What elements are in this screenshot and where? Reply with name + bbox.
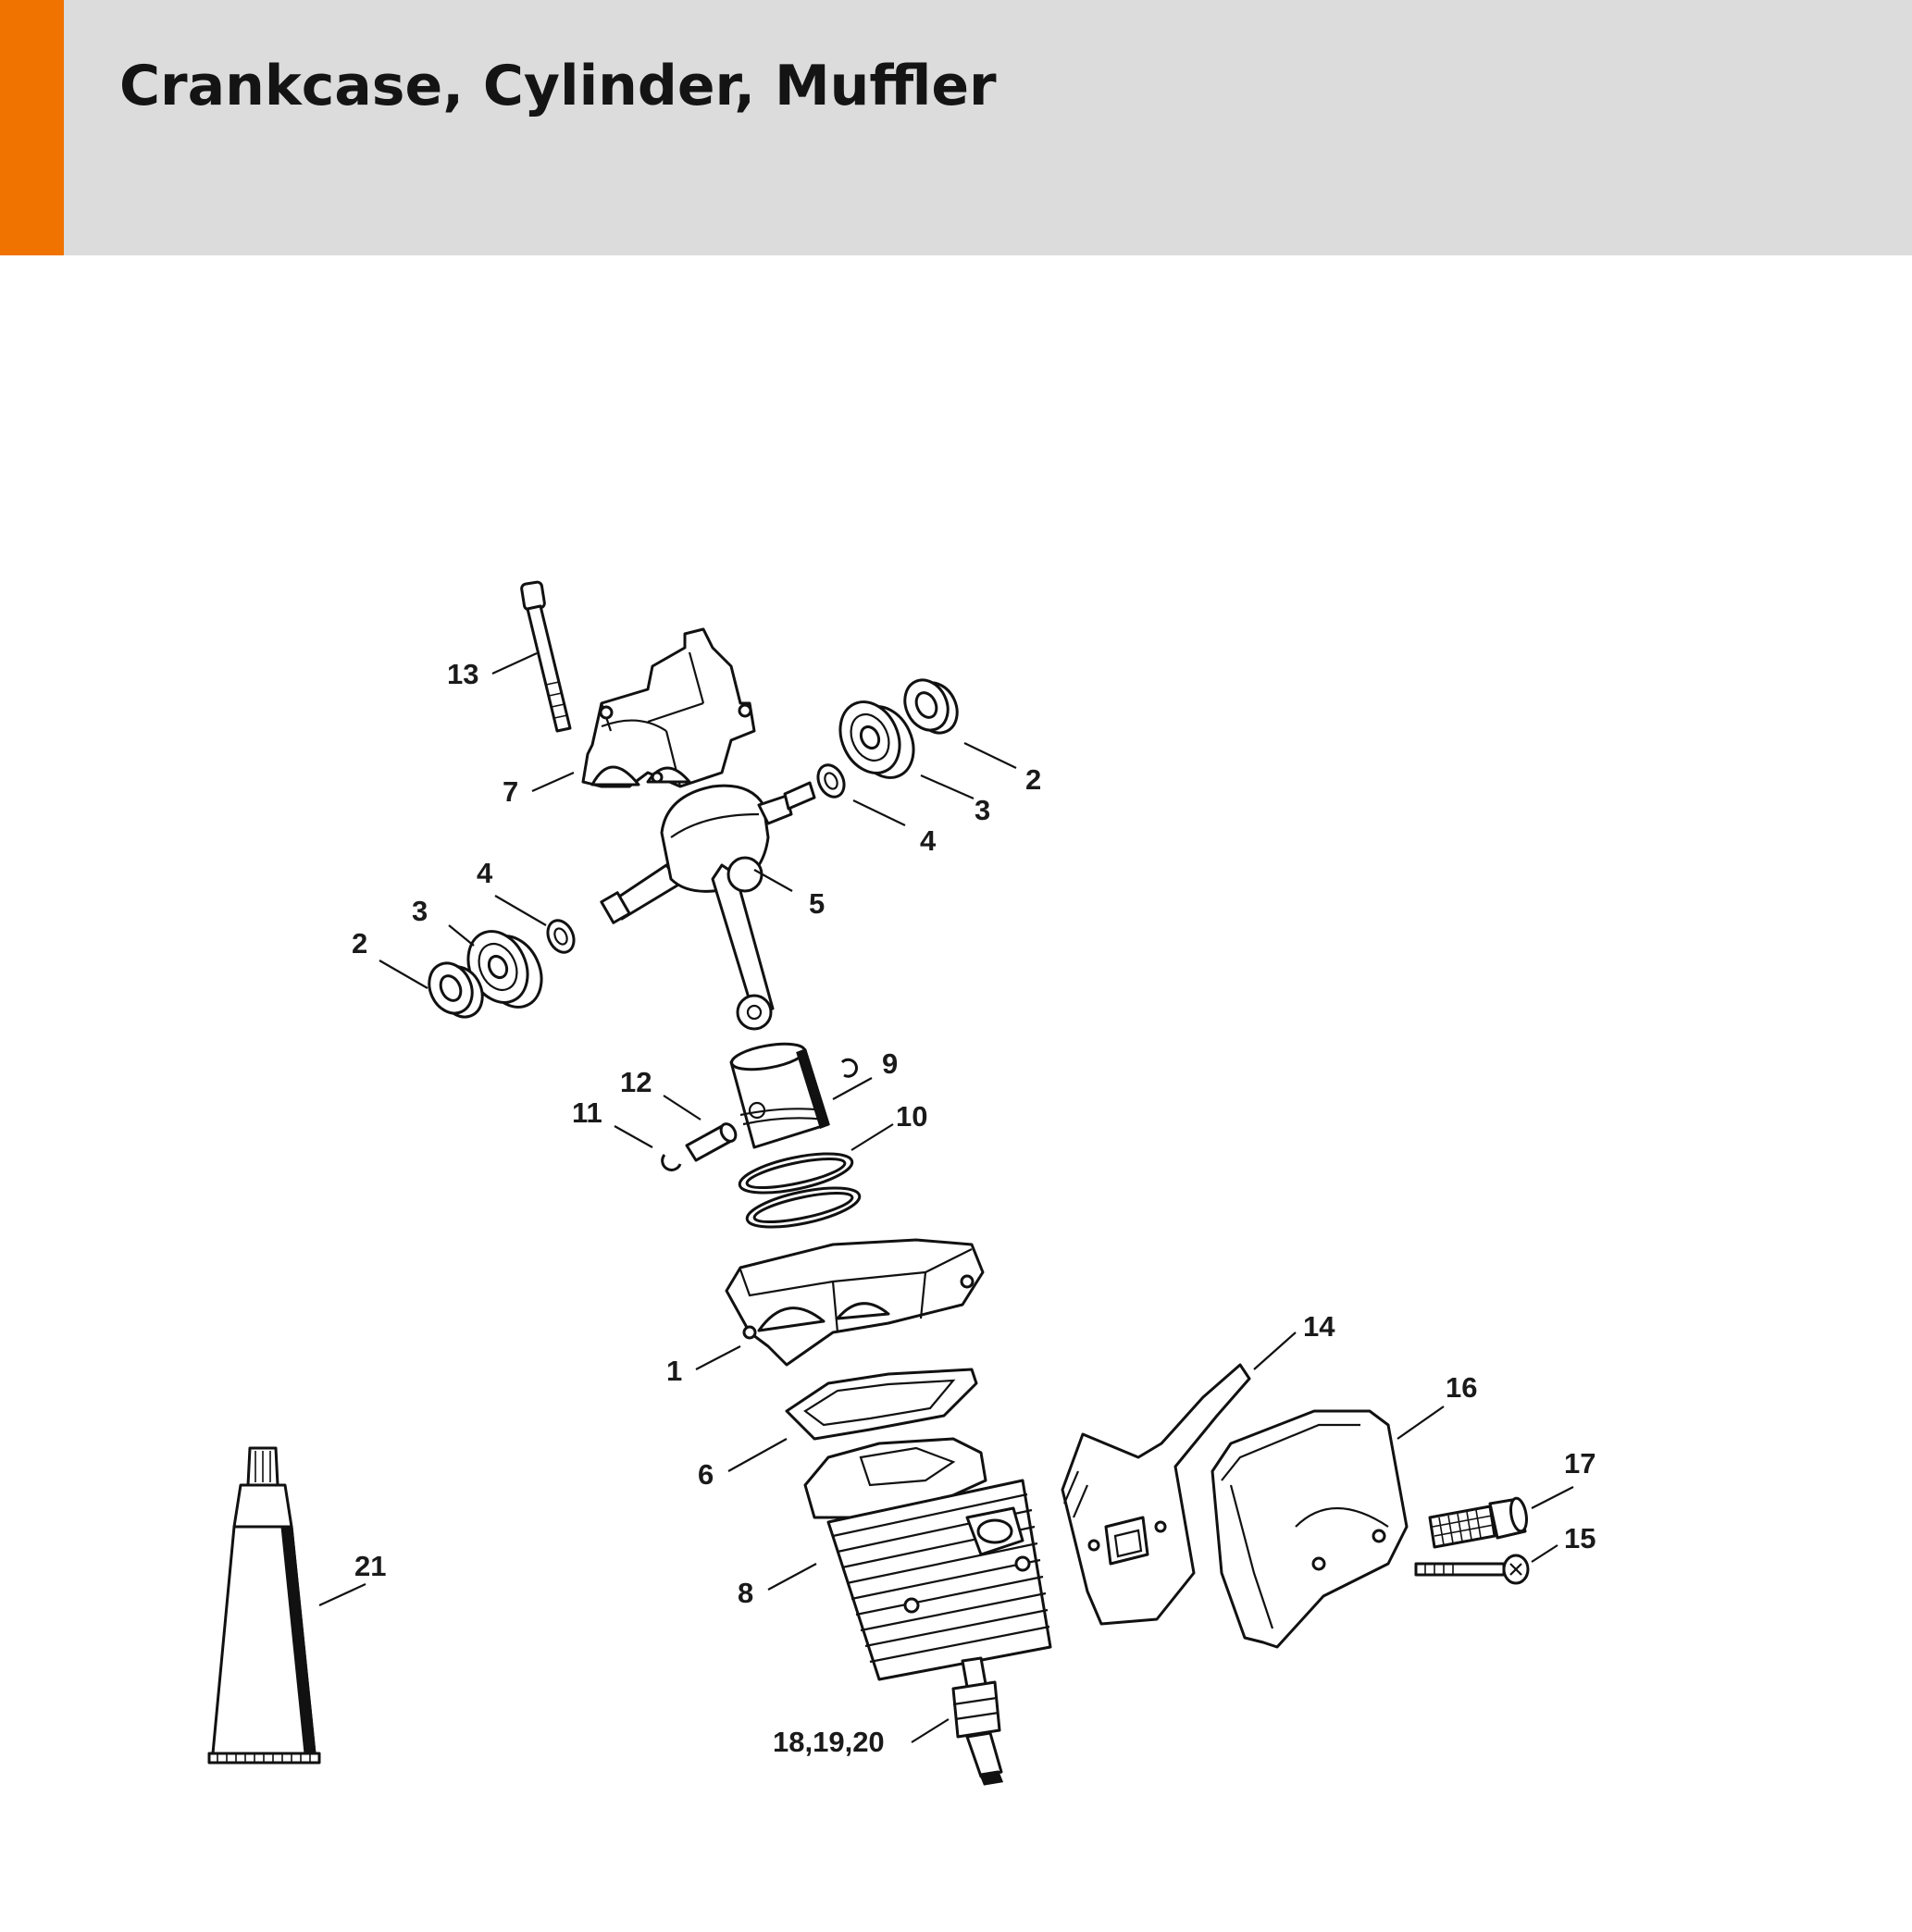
part-21-grease-tube[interactable] bbox=[207, 1446, 321, 1765]
callout-5: 5 bbox=[809, 887, 825, 920]
callout-8: 8 bbox=[738, 1577, 753, 1609]
callout-12: 12 bbox=[620, 1066, 652, 1098]
part-2-oil-seal-right[interactable] bbox=[897, 673, 965, 739]
part-2-oil-seal-left[interactable] bbox=[421, 956, 490, 1023]
page-title: Crankcase, Cylinder, Muffler bbox=[119, 54, 997, 118]
callout-9: 9 bbox=[882, 1047, 898, 1080]
callout-14: 14 bbox=[1303, 1310, 1335, 1343]
part-13-screw[interactable] bbox=[520, 580, 572, 733]
part-4-washer-left[interactable] bbox=[543, 916, 579, 957]
page-header: Crankcase, Cylinder, Muffler bbox=[0, 0, 1912, 255]
callout-16: 16 bbox=[1446, 1371, 1477, 1404]
callout-2-left: 2 bbox=[352, 927, 367, 960]
part-4-washer-right[interactable] bbox=[813, 761, 850, 801]
part-12-piston-pin[interactable] bbox=[685, 1121, 739, 1162]
callout-13: 13 bbox=[447, 658, 478, 690]
callout-21: 21 bbox=[354, 1550, 386, 1582]
header-accent-bar bbox=[0, 0, 64, 255]
part-15-muffler-screw[interactable] bbox=[1414, 1554, 1530, 1585]
part-3-ball-bearing-right[interactable] bbox=[829, 692, 925, 787]
part-6-gasket[interactable] bbox=[785, 1368, 978, 1441]
callout-2-right: 2 bbox=[1025, 763, 1041, 796]
part-10-piston-rings[interactable] bbox=[737, 1146, 863, 1234]
callout-1: 1 bbox=[666, 1355, 682, 1387]
callout-18-19-20: 18,19,20 bbox=[773, 1726, 885, 1758]
callout-labels: 13 7 2 3 4 5 4 3 2 9 12 11 10 1 6 8 18,1… bbox=[352, 658, 1595, 1758]
part-14-muffler-plate[interactable] bbox=[1061, 1363, 1251, 1626]
callout-3-right: 3 bbox=[975, 794, 990, 826]
part-18-19-20-spark-plug[interactable] bbox=[951, 1656, 1004, 1786]
part-9-piston[interactable] bbox=[729, 1039, 830, 1149]
part-3-ball-bearing-left[interactable] bbox=[457, 922, 552, 1017]
part-17-spark-arrestor-screen[interactable] bbox=[1428, 1496, 1529, 1549]
callout-17: 17 bbox=[1564, 1447, 1595, 1480]
callout-15: 15 bbox=[1564, 1522, 1595, 1554]
callout-3-left: 3 bbox=[412, 895, 428, 927]
part-8-cylinder[interactable] bbox=[803, 1437, 1052, 1681]
callout-6: 6 bbox=[698, 1458, 714, 1491]
callout-4-left: 4 bbox=[477, 857, 493, 889]
leader-lines bbox=[318, 652, 1574, 1743]
callout-11: 11 bbox=[572, 1096, 602, 1129]
part-5-crankshaft[interactable] bbox=[600, 781, 816, 1031]
callout-10: 10 bbox=[896, 1100, 927, 1133]
part-11-circlip[interactable] bbox=[661, 1154, 682, 1171]
callout-7: 7 bbox=[503, 775, 518, 808]
part-9-circlip[interactable] bbox=[840, 1058, 859, 1078]
part-7-crankcase[interactable] bbox=[581, 627, 756, 788]
callout-4-right: 4 bbox=[920, 824, 937, 857]
part-1-crankcase-lower[interactable] bbox=[725, 1238, 985, 1367]
part-16-muffler[interactable] bbox=[1211, 1409, 1409, 1649]
